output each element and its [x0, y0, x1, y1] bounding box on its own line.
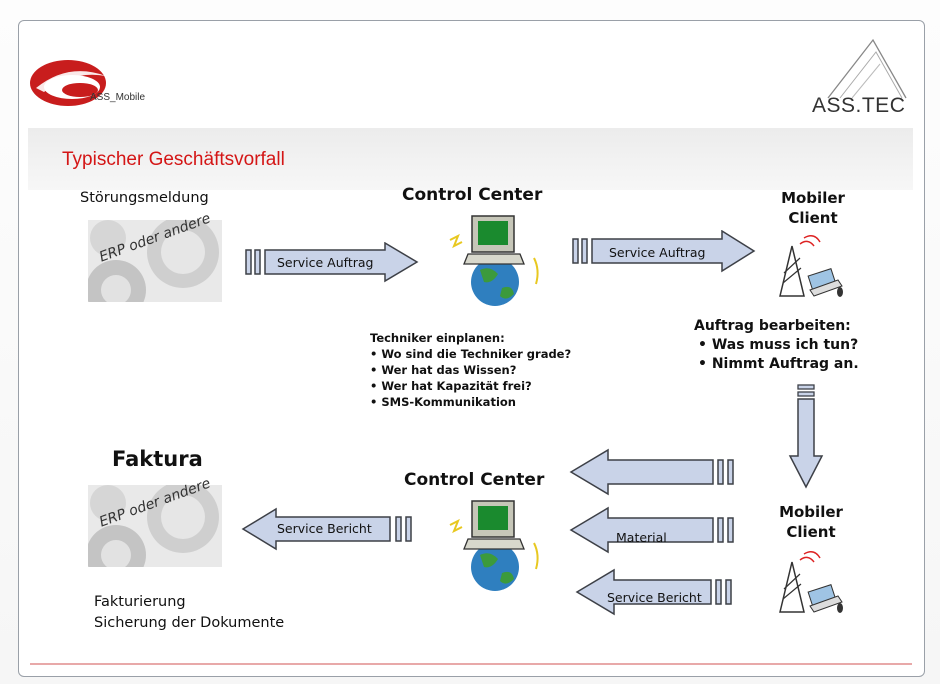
technician-item: • Wer hat das Wissen? [370, 363, 517, 377]
slide-title: Typischer Geschäftsvorfall [62, 149, 285, 170]
control-center-label-top: Control Center [402, 185, 543, 205]
order-heading: Auftrag bearbeiten: [694, 318, 851, 334]
faktura-label: Faktura [112, 447, 203, 471]
footer-divider [30, 663, 912, 665]
technician-item: • SMS-Kommunikation [370, 395, 516, 409]
right-logo-text: ASS.TEC [812, 94, 906, 117]
arrow-service-bericht-left [241, 507, 412, 551]
technician-item: • Wer hat Kapazität frei? [370, 379, 532, 393]
ass-tec-logo-mark [827, 38, 907, 99]
left-logo-text: ASS_Mobile [90, 92, 146, 103]
computer-globe-icon-bottom [449, 500, 539, 591]
return-arrow-1 [569, 448, 734, 496]
order-item: • Was muss ich tun? [698, 337, 859, 353]
mobile-client-label-bottom: Mobiler Client [776, 502, 846, 542]
arrow-service-auftrag-1 [245, 242, 419, 283]
order-item-text: Was muss ich tun? [711, 337, 859, 353]
technician-block: Techniker einplanen: • Wo sind die Techn… [370, 330, 571, 410]
title-band [28, 128, 913, 190]
arrow2-label: Service Auftrag [609, 245, 706, 260]
arrow-bottom-left-label: Service Bericht [277, 521, 372, 536]
faktura-desc-line2: Sicherung der Dokumente [94, 615, 285, 631]
computer-globe-icon-top [449, 215, 539, 306]
arrow1-label: Service Auftrag [277, 255, 374, 270]
control-center-label-bottom: Control Center [404, 470, 545, 490]
order-item-text: Nimmt Auftrag an. [711, 356, 859, 372]
technician-item-text: SMS-Kommunikation [381, 395, 516, 409]
ass-mobile-logo [30, 60, 106, 106]
mobile-client-line2-top: Client [788, 209, 838, 227]
order-block: Auftrag bearbeiten: • Was muss ich tun? … [694, 317, 859, 374]
technician-item-text: Wer hat Kapazität frei? [381, 379, 532, 393]
mobile-client-label-top: Mobiler Client [778, 188, 848, 228]
mobile-client-line1-top: Mobiler [781, 189, 845, 207]
arrow-service-auftrag-2 [572, 230, 756, 273]
mobile-client-line2-bottom: Client [786, 523, 836, 541]
technician-heading: Techniker einplanen: [370, 331, 505, 345]
mobile-client-line1-bottom: Mobiler [779, 503, 843, 521]
return-arrow-service-bericht [575, 568, 732, 616]
mobile-client-icon-top [779, 235, 843, 297]
return-arrow-material-label: Material [616, 530, 667, 545]
return-arrow-material [569, 506, 734, 554]
erp-gears-icon-bottom [88, 485, 222, 567]
technician-item: • Wo sind die Techniker grade? [370, 347, 572, 361]
erp-gears-icon-top [88, 220, 222, 302]
return-arrow-service-bericht-label: Service Bericht [607, 590, 702, 605]
faktura-desc-line1: Fakturierung [94, 594, 186, 610]
faktura-description: Fakturierung Sicherung der Dokumente [94, 592, 284, 634]
technician-item-text: Wo sind die Techniker grade? [381, 347, 572, 361]
mobile-client-icon-bottom [779, 551, 843, 613]
stoerungsmeldung-label: Störungsmeldung [80, 190, 209, 206]
order-item: • Nimmt Auftrag an. [698, 356, 859, 372]
arrow-down [788, 384, 824, 489]
technician-item-text: Wer hat das Wissen? [381, 363, 517, 377]
